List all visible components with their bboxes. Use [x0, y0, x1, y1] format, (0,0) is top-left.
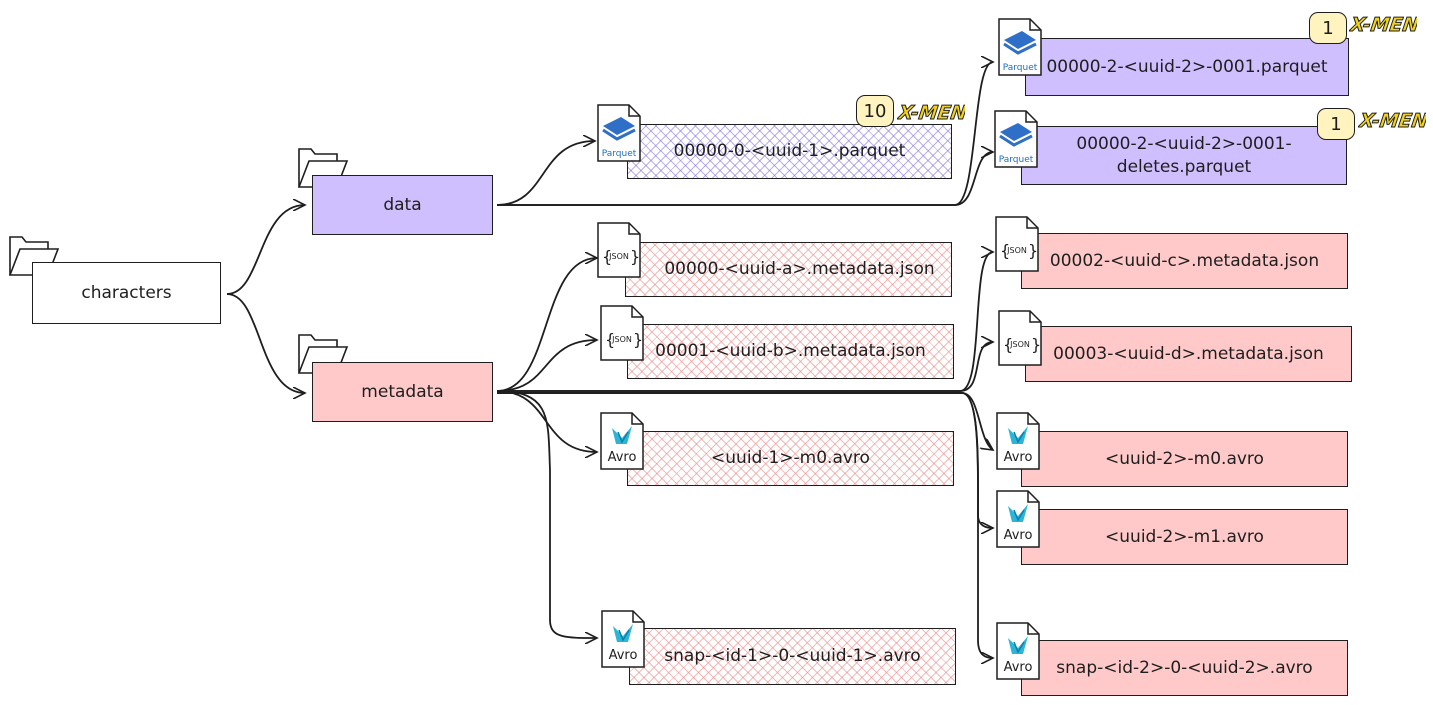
- file-snapshot-2-label: snap-<id-2>-0-<uuid-2>.avro: [1056, 657, 1313, 678]
- svg-text:Avro: Avro: [609, 648, 638, 663]
- parquet-icon-label: Parquet: [602, 149, 637, 159]
- connector-data-parquet-deletes: [497, 152, 993, 206]
- svg-text:Avro: Avro: [1004, 660, 1033, 675]
- svg-text:Avro: Avro: [1004, 528, 1033, 543]
- svg-text:Avro: Avro: [1004, 450, 1033, 465]
- count-badge: 10: [856, 95, 894, 127]
- svg-text:JSON: JSON: [608, 252, 629, 261]
- count-badge: 1: [1309, 12, 1347, 44]
- file-manifest-m0[interactable]: <uuid-1>-m0.avro: [627, 431, 954, 486]
- svg-text:Avro: Avro: [608, 450, 637, 465]
- connector-meta-json-c: [497, 252, 993, 392]
- folder-characters-label: characters: [81, 282, 172, 303]
- svg-text:}: }: [630, 247, 640, 266]
- folder-data-label: data: [383, 194, 422, 215]
- file-manifest2-m1-label: <uuid-2>-m1.avro: [1105, 526, 1264, 547]
- avro-file-icon: Avro: [996, 412, 1040, 470]
- connector-meta-json-b: [496, 340, 597, 392]
- svg-text:{: {: [1000, 241, 1010, 260]
- file-parquet-2-label: 00000-2-<uuid-2>-0001.parquet: [1046, 56, 1328, 77]
- svg-text:JSON: JSON: [611, 335, 632, 344]
- file-metadata-json-c[interactable]: 00002-<uuid-c>.metadata.json: [1021, 233, 1348, 289]
- count-badge: 1: [1317, 108, 1355, 140]
- parquet-icon-label: Parquet: [999, 155, 1034, 165]
- file-metadata-json-b-label: 00001-<uuid-b>.metadata.json: [655, 341, 926, 362]
- svg-text:JSON: JSON: [1006, 246, 1027, 255]
- connector-meta-snap-2: [497, 392, 993, 658]
- folder-characters[interactable]: characters: [32, 262, 221, 324]
- file-parquet-2[interactable]: 00000-2-<uuid-2>-0001.parquet: [1025, 38, 1349, 96]
- file-manifest-m0-label: <uuid-1>-m0.avro: [711, 448, 870, 469]
- file-snapshot-1-label: snap-<id-1>-0-<uuid-1>.avro: [664, 646, 921, 667]
- svg-text:JSON: JSON: [1009, 340, 1030, 349]
- svg-text:}: }: [633, 330, 643, 349]
- file-metadata-json-b[interactable]: 00001-<uuid-b>.metadata.json: [627, 324, 954, 379]
- folder-data[interactable]: data: [312, 175, 493, 235]
- svg-text:X-MEN: X-MEN: [1358, 109, 1426, 132]
- avro-file-icon: Avro: [601, 610, 645, 668]
- file-manifest2-m1[interactable]: <uuid-2>-m1.avro: [1021, 509, 1348, 565]
- parquet-icon-label: Parquet: [1003, 63, 1038, 73]
- parquet-icon: Parquet: [998, 18, 1042, 76]
- file-metadata-json-a[interactable]: 00000-<uuid-a>.metadata.json: [625, 242, 952, 297]
- file-metadata-json-a-label: 00000-<uuid-a>.metadata.json: [664, 259, 935, 280]
- parquet-icon: Parquet: [597, 104, 641, 162]
- json-file-icon: { JSON }: [998, 310, 1042, 366]
- svg-text:{: {: [605, 330, 615, 349]
- connector-characters-metadata: [226, 293, 305, 393]
- file-metadata-json-d-label: 00003-<uuid-d>.metadata.json: [1053, 343, 1324, 364]
- svg-text:X-MEN: X-MEN: [1349, 13, 1417, 36]
- avro-file-icon: Avro: [996, 490, 1040, 548]
- json-file-icon: { JSON }: [597, 222, 641, 278]
- file-metadata-json-c-label: 00002-<uuid-c>.metadata.json: [1049, 250, 1320, 271]
- file-parquet-1[interactable]: 00000-0-<uuid-1>.parquet: [627, 124, 952, 179]
- file-parquet-deletes[interactable]: 00000-2-<uuid-2>-0001-deletes.parquet: [1021, 126, 1347, 185]
- folder-metadata-label: metadata: [361, 381, 444, 402]
- svg-text:}: }: [1031, 335, 1041, 354]
- xmen-logo-icon: X-MEN: [897, 101, 965, 125]
- connector-characters-data: [226, 205, 305, 295]
- file-snapshot-1[interactable]: snap-<id-1>-0-<uuid-1>.avro: [629, 628, 956, 685]
- json-file-icon: { JSON }: [995, 216, 1039, 272]
- xmen-logo-icon: X-MEN: [1358, 109, 1426, 133]
- parquet-icon: Parquet: [994, 110, 1038, 168]
- file-parquet-deletes-label: 00000-2-<uuid-2>-0001-deletes.parquet: [1076, 133, 1292, 177]
- file-metadata-json-d[interactable]: 00003-<uuid-d>.metadata.json: [1025, 326, 1352, 382]
- connector-meta-json-d: [497, 342, 993, 392]
- svg-text:}: }: [1028, 241, 1038, 260]
- connector-meta-snap-1: [496, 390, 597, 638]
- json-file-icon: { JSON }: [600, 305, 644, 361]
- avro-file-icon: Avro: [600, 412, 644, 470]
- connector-data-parquet-1: [496, 141, 595, 206]
- file-snapshot-2[interactable]: snap-<id-2>-0-<uuid-2>.avro: [1021, 640, 1348, 696]
- folder-metadata[interactable]: metadata: [312, 362, 493, 422]
- svg-text:{: {: [602, 247, 612, 266]
- svg-text:{: {: [1003, 335, 1013, 354]
- file-manifest2-m0[interactable]: <uuid-2>-m0.avro: [1021, 431, 1348, 487]
- connector-data-parquet-2: [497, 62, 993, 206]
- svg-text:X-MEN: X-MEN: [897, 101, 965, 124]
- connector-meta-json-a: [496, 258, 597, 392]
- file-parquet-1-label: 00000-0-<uuid-1>.parquet: [673, 141, 906, 162]
- xmen-logo-icon: X-MEN: [1349, 13, 1417, 37]
- file-manifest2-m0-label: <uuid-2>-m0.avro: [1105, 448, 1264, 469]
- avro-file-icon: Avro: [996, 622, 1040, 680]
